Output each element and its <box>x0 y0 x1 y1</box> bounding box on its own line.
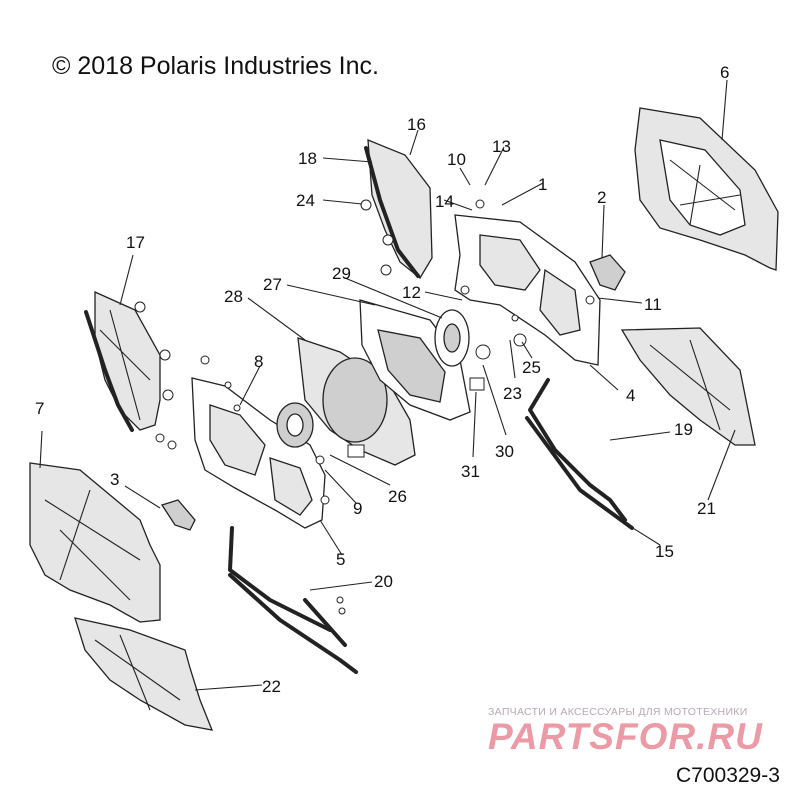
callout-6: 6 <box>720 63 729 82</box>
part-speaker-small <box>276 402 314 448</box>
callout-labels: 1 2 3 4 5 6 7 8 9 10 11 12 13 14 15 16 1… <box>35 63 729 696</box>
hardware-latch-2 <box>589 254 626 291</box>
callout-27: 27 <box>263 275 282 294</box>
callout-13: 13 <box>492 137 511 156</box>
callout-18: 18 <box>298 149 317 168</box>
callout-22: 22 <box>262 677 281 696</box>
callout-4: 4 <box>626 386 635 405</box>
part-door-rail-right <box>525 378 634 530</box>
watermark-brand: PARTSFOR.RU <box>488 716 763 757</box>
hardware-grommets <box>134 199 595 615</box>
leader-lines <box>39 79 736 691</box>
callout-31: 31 <box>461 462 480 481</box>
callout-2: 2 <box>597 188 606 207</box>
part-door-panel-17 <box>84 290 161 432</box>
callout-8: 8 <box>254 352 263 371</box>
callout-3: 3 <box>110 470 119 489</box>
callout-20: 20 <box>374 572 393 591</box>
part-door-panel-lower-left <box>74 617 214 731</box>
callout-24: 24 <box>296 191 315 210</box>
callout-10: 10 <box>447 150 466 169</box>
diagram-id: C700329-3 <box>676 764 780 787</box>
part-door-rail-lower <box>228 526 358 674</box>
callout-7: 7 <box>35 399 44 418</box>
callout-21: 21 <box>697 499 716 518</box>
callout-14: 14 <box>435 192 454 211</box>
callout-12: 12 <box>402 283 421 302</box>
callout-28: 28 <box>224 287 243 306</box>
hardware-latch-3 <box>160 499 196 531</box>
callout-25: 25 <box>522 358 541 377</box>
callout-15: 15 <box>655 542 674 561</box>
callout-29: 29 <box>332 264 351 283</box>
callout-16: 16 <box>407 115 426 134</box>
callout-1: 1 <box>538 175 547 194</box>
part-door-panel-upper-right <box>634 107 779 271</box>
watermark-tagline: ЗАПЧАСТИ И АКСЕССУАРЫ ДЛЯ МОТОТЕХНИКИ <box>488 706 748 718</box>
part-speaker-enclosure <box>297 337 416 466</box>
callout-19: 19 <box>674 420 693 439</box>
callout-11: 11 <box>644 295 662 314</box>
callout-5: 5 <box>336 550 345 569</box>
part-door-frame-left <box>191 377 326 529</box>
callout-30: 30 <box>495 442 514 461</box>
callout-9: 9 <box>353 499 362 518</box>
callout-17: 17 <box>126 233 145 252</box>
callout-26: 26 <box>388 487 407 506</box>
callout-23: 23 <box>503 384 522 403</box>
part-door-frame-right <box>454 214 601 366</box>
part-speaker <box>434 309 470 367</box>
part-door-panel-16 <box>364 139 433 279</box>
part-door-panel-right <box>620 327 756 446</box>
copyright-text: © 2018 Polaris Industries Inc. <box>52 52 379 80</box>
part-door-panel-left <box>29 462 161 623</box>
